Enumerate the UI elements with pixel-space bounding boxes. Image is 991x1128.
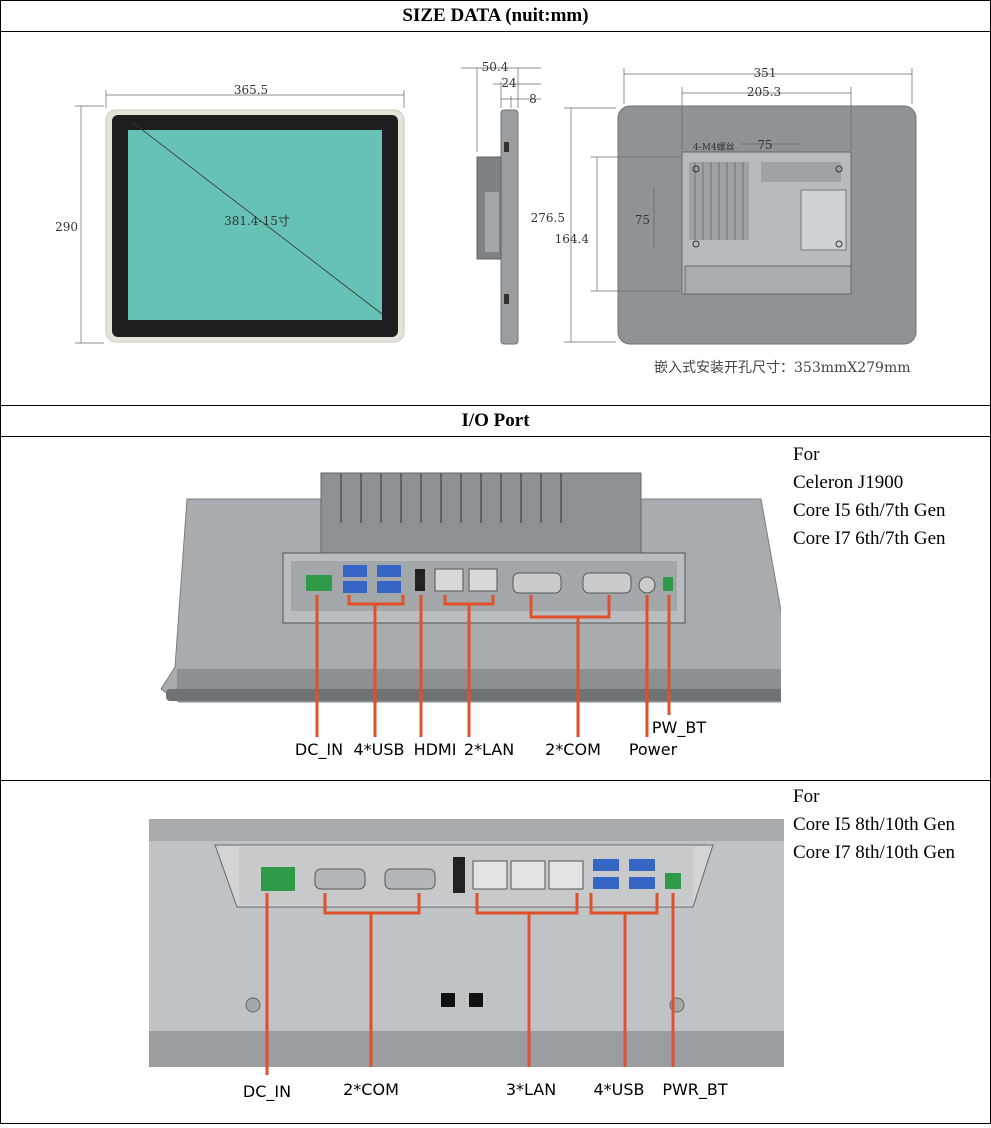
back-height-label: 276.5	[531, 211, 565, 225]
back-inner-width-label: 205.3	[747, 85, 781, 99]
io1-compatibility-list: For Celeron J1900 Core I5 6th/7th Gen Co…	[793, 441, 946, 553]
front-width-label: 365.5	[234, 83, 268, 97]
back-width-label: 351	[754, 66, 777, 80]
io2-port-lan: 3*LAN	[506, 1080, 556, 1099]
back-vesa-h-label: 75	[757, 138, 772, 152]
io2-for-line: Core I7 8th/10th Gen	[793, 842, 956, 863]
io1-port-com: 2*COM	[545, 740, 601, 759]
io-section-2: DC_IN 2*COM 3*LAN 4*USB PWR_BT For Core …	[1, 781, 990, 1123]
divider	[1, 780, 990, 781]
front-view	[75, 90, 405, 344]
io-photo-2: DC_IN 2*COM 3*LAN 4*USB PWR_BT	[149, 819, 784, 1102]
io2-port-usb: 4*USB	[593, 1080, 644, 1099]
io2-port-dc-in: DC_IN	[243, 1082, 291, 1102]
io1-port-pw-bt: PW_BT	[652, 718, 706, 738]
io2-compatibility-list: For Core I5 8th/10th Gen Core I7 8th/10t…	[793, 783, 955, 867]
io-port-title: I/O Port	[1, 406, 990, 437]
io2-port-pwr-bt: PWR_BT	[662, 1080, 728, 1100]
io2-for-line: For	[793, 786, 820, 807]
io1-port-usb: 4*USB	[353, 740, 404, 759]
back-screw-note: 4-M4螺丝	[693, 141, 735, 153]
back-view	[564, 68, 917, 345]
io-section-1: DC_IN 4*USB HDMI 2*LAN 2*COM Power PW_BT…	[1, 437, 990, 779]
back-inner-height-label: 164.4	[555, 232, 590, 246]
io-photo-1: DC_IN 4*USB HDMI 2*LAN 2*COM Power PW_BT	[160, 472, 812, 760]
side-depth-front-label: 8	[529, 92, 537, 106]
size-data-section: 365.5 290 381.4-15寸 50.4 24 8	[1, 32, 990, 404]
side-view	[461, 67, 541, 345]
io2-port-com: 2*COM	[343, 1080, 399, 1099]
io1-for-line: Core I7 6th/7th Gen	[793, 528, 946, 549]
io1-for-line: Celeron J1900	[793, 472, 904, 493]
io1-port-dc-in: DC_IN	[295, 740, 343, 760]
io1-for-line: Core I5 6th/7th Gen	[793, 500, 946, 521]
divider	[1, 405, 990, 406]
front-diagonal-label: 381.4-15寸	[224, 214, 290, 228]
io1-for-line: For	[793, 444, 820, 465]
side-depth-body-label: 24	[501, 76, 517, 90]
io1-port-power: Power	[629, 740, 678, 759]
front-height-label: 290	[55, 220, 78, 234]
dimension-drawings: 365.5 290 381.4-15寸 50.4 24 8	[55, 60, 917, 376]
io1-port-lan: 2*LAN	[464, 740, 514, 759]
io1-port-hdmi: HDMI	[414, 740, 457, 759]
back-vesa-v-label: 75	[635, 213, 650, 227]
side-depth-total-label: 50.4	[482, 60, 509, 74]
cutout-size-note: 嵌入式安装开孔尺寸：353mmX279mm	[654, 360, 911, 376]
io2-for-line: Core I5 8th/10th Gen	[793, 814, 956, 835]
size-data-title: SIZE DATA (nuit:mm)	[1, 1, 990, 32]
